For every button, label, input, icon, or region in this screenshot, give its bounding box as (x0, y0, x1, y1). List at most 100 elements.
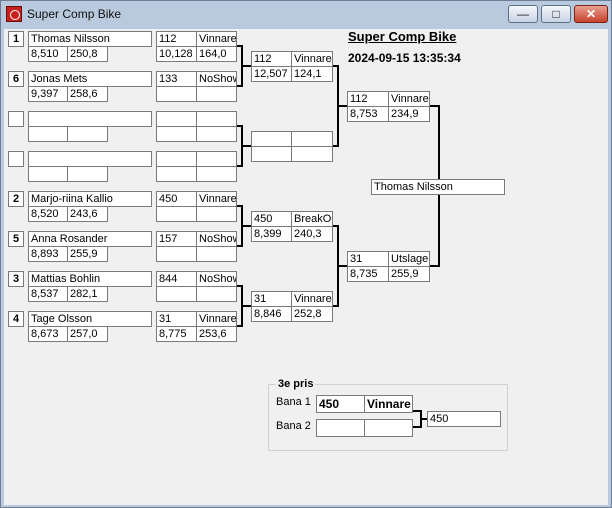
seed-badge (8, 151, 24, 167)
r2-time-field[interactable]: 8,846 (251, 306, 292, 322)
rider-speed-field[interactable]: 257,0 (67, 326, 108, 342)
r3-time-field[interactable]: 8,753 (347, 106, 389, 122)
r1-speed-field[interactable] (196, 126, 237, 142)
rider-name-field[interactable]: Tage Olsson (28, 311, 152, 327)
r1-speed-field[interactable] (196, 86, 237, 102)
rider-speed-field[interactable]: 258,6 (67, 86, 108, 102)
r1-number-field[interactable] (156, 111, 197, 127)
r1-number-field[interactable]: 450 (156, 191, 197, 207)
rider-speed-field[interactable]: 250,8 (67, 46, 108, 62)
r1-time-field[interactable] (156, 286, 197, 302)
r1-result-field[interactable] (196, 151, 237, 167)
maximize-button[interactable]: □ (541, 5, 571, 23)
r1-speed-field[interactable]: 253,6 (196, 326, 237, 342)
r2-number-field[interactable] (251, 131, 292, 147)
r1-time-field[interactable] (156, 166, 197, 182)
r2-number-field[interactable]: 112 (251, 51, 292, 67)
r3-time-field[interactable]: 8,735 (347, 266, 389, 282)
r1-result-field[interactable]: Vinnare (196, 191, 237, 207)
third-place-winner-field[interactable]: 450 (427, 411, 501, 427)
r1-time-field[interactable] (156, 126, 197, 142)
rider-name-field[interactable]: Anna Rosander (28, 231, 152, 247)
rider-time-field[interactable]: 8,673 (28, 326, 68, 342)
r2-number-field[interactable]: 450 (251, 211, 292, 227)
lane2-label: Bana 2 (276, 420, 311, 432)
r1-result-field[interactable]: Vinnare (196, 31, 237, 47)
seed-badge: 3 (8, 271, 24, 287)
rider-speed-field[interactable] (67, 126, 108, 142)
r2-time-field[interactable]: 8,399 (251, 226, 292, 242)
r3-result-field[interactable]: Vinnare (388, 91, 430, 107)
r2-time-field[interactable] (251, 146, 292, 162)
r2-time-field[interactable]: 12,507 (251, 66, 292, 82)
r2-result-field[interactable]: Vinnare (291, 291, 333, 307)
winner-field[interactable]: Thomas Nilsson (371, 179, 505, 195)
r1-speed-field[interactable] (196, 246, 237, 262)
r3-speed-field[interactable]: 255,9 (388, 266, 430, 282)
r1-speed-field[interactable] (196, 166, 237, 182)
lane2-result-field[interactable] (364, 419, 413, 437)
r2-number-field[interactable]: 31 (251, 291, 292, 307)
rider-speed-field[interactable]: 255,9 (67, 246, 108, 262)
r1-speed-field[interactable] (196, 206, 237, 222)
r1-time-field[interactable] (156, 206, 197, 222)
lane2-number-field[interactable] (316, 419, 365, 437)
rider-name-field[interactable] (28, 111, 152, 127)
r2-speed-field[interactable]: 252,8 (291, 306, 333, 322)
r1-speed-field[interactable] (196, 286, 237, 302)
r1-number-field[interactable]: 133 (156, 71, 197, 87)
rider-name-field[interactable]: Mattias Bohlin (28, 271, 152, 287)
r1-speed-field[interactable]: 164,0 (196, 46, 237, 62)
r1-number-field[interactable] (156, 151, 197, 167)
lane1-result-field[interactable]: Vinnare (364, 395, 413, 413)
rider-speed-field[interactable]: 243,6 (67, 206, 108, 222)
r1-time-field[interactable] (156, 86, 197, 102)
r2-speed-field[interactable] (291, 146, 333, 162)
rider-time-field[interactable]: 8,893 (28, 246, 68, 262)
rider-time-field[interactable]: 8,510 (28, 46, 68, 62)
title-bar[interactable]: Super Comp Bike — □ ✕ (1, 1, 611, 28)
r2-speed-field[interactable]: 240,3 (291, 226, 333, 242)
rider-name-field[interactable] (28, 151, 152, 167)
rider-name-field[interactable]: Thomas Nilsson (28, 31, 152, 47)
r3-result-field[interactable]: Utslagen (388, 251, 430, 267)
rider-time-field[interactable] (28, 126, 68, 142)
rider-speed-field[interactable]: 282,1 (67, 286, 108, 302)
r3-number-field[interactable]: 31 (347, 251, 389, 267)
rider-time-field[interactable]: 8,520 (28, 206, 68, 222)
r1-number-field[interactable]: 112 (156, 31, 197, 47)
r1-number-field[interactable]: 31 (156, 311, 197, 327)
r2-speed-field[interactable]: 124,1 (291, 66, 333, 82)
r3-speed-field[interactable]: 234,9 (388, 106, 430, 122)
r1-result-field[interactable]: NoShow (196, 71, 237, 87)
r1-result-field[interactable]: NoShow (196, 231, 237, 247)
seed-badge (8, 111, 24, 127)
rider-speed-field[interactable] (67, 166, 108, 182)
r1-time-field[interactable] (156, 246, 197, 262)
app-icon (6, 6, 22, 22)
close-button[interactable]: ✕ (574, 5, 608, 23)
r1-result-field[interactable]: NoShow (196, 271, 237, 287)
r1-number-field[interactable]: 157 (156, 231, 197, 247)
rider-name-field[interactable]: Jonas Mets (28, 71, 152, 87)
r1-number-field[interactable]: 844 (156, 271, 197, 287)
r1-time-field[interactable]: 10,128 (156, 46, 197, 62)
rider-time-field[interactable]: 9,397 (28, 86, 68, 102)
r2-result-field[interactable] (291, 131, 333, 147)
rider-time-field[interactable] (28, 166, 68, 182)
r2-result-field[interactable]: BreakOut (291, 211, 333, 227)
seed-badge: 1 (8, 31, 24, 47)
r3-number-field[interactable]: 112 (347, 91, 389, 107)
r1-result-field[interactable] (196, 111, 237, 127)
r1-result-field[interactable]: Vinnare (196, 311, 237, 327)
minimize-icon: — (517, 7, 529, 21)
rider-name-field[interactable]: Marjo-riina Kallio (28, 191, 152, 207)
r2-result-field[interactable]: Vinnare (291, 51, 333, 67)
rider-time-field[interactable]: 8,537 (28, 286, 68, 302)
minimize-button[interactable]: — (508, 5, 538, 23)
r1-time-field[interactable]: 8,775 (156, 326, 197, 342)
bracket-area: Super Comp Bike 2024-09-15 13:35:34 1 Th… (4, 29, 608, 505)
lane1-number-field[interactable]: 450 (316, 395, 365, 413)
window-title: Super Comp Bike (27, 7, 122, 21)
